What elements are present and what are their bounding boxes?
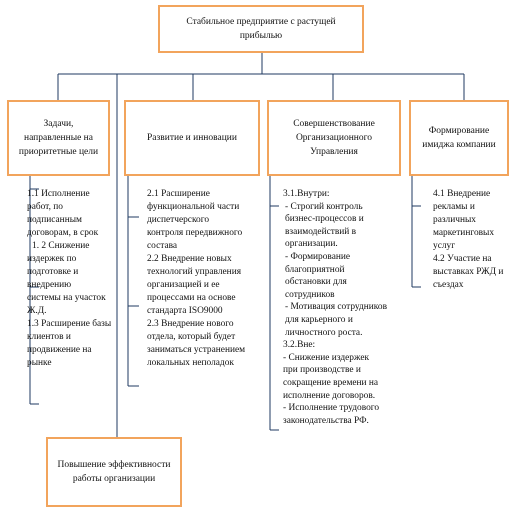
goals-title-line-2: направленные на [24,133,93,143]
image-detail-line: рекламы и [433,202,475,212]
efficiency-title-line-2: работы организации [72,474,156,484]
development-detail-line: локальных неполадок [147,358,234,368]
goals-detail-line: Ж.Д. [27,306,47,316]
goals-detail-line: системы на участок [27,293,106,303]
image-title-line-2: имиджа компании [422,140,496,150]
image-detail-line: маркетинговых [433,228,495,238]
development-detail-line: стандарта ISO9000 [147,306,223,316]
image-detail-line: выставках РЖД и [433,267,504,277]
development-title-line-1: Развитие и инновации [147,133,237,143]
goals-detail-line: 1. 2 Снижение [32,241,90,251]
management-detail-line: - Мотивация сотрудников [285,302,387,313]
efficiency-title-line-1: Повышение эффективности [57,460,171,470]
development-detail-line: отдела, который будет [147,332,236,342]
development-detail-line: 2.2 Внедрение новых [147,254,232,264]
management-detail-line: сотрудников [285,289,335,300]
management-title-line-1: Совершенствование [293,119,375,129]
development-detail-line: организацией и ее [147,280,220,290]
goals-detail-line: продвижение на [27,345,92,355]
image-detail-line: 4.1 Внедрение [433,189,491,199]
management-details: 3.1.Внутри: - Строгий контроль бизнес-пр… [283,188,387,427]
management-detail-line: личностного роста. [285,327,363,338]
root-goal-box: Стабильное предприятие с растущей прибыл… [158,5,364,53]
goals-details: 1.1 Исполнение работ, по подписанным дог… [27,188,111,370]
management-detail-line: благоприятной [285,264,345,275]
goals-detail-line: внедрению [27,280,72,290]
management-detail-line: для карьерного и [285,314,353,325]
goals-detail-line: подготовке и [27,267,79,277]
management-detail-line: 3.2.Вне: [283,340,316,351]
image-detail-line: 4.2 Участие на [433,254,492,264]
management-detail-line: исполнение договоров. [283,390,376,401]
goals-box: Задачи, направленные на приоритетные цел… [7,100,110,176]
management-title-line-3: Управления [310,147,358,157]
goals-title-line-1: Задачи, [43,119,74,129]
development-detail-line: заниматься устранением [147,345,246,355]
goals-detail-line: подписанным [27,215,82,225]
goals-title-line-3: приоритетные цели [18,147,99,157]
root-goal-line-2: прибылью [239,31,283,41]
image-box: Формирование имиджа компании [409,100,509,176]
management-title-line-2: Организационного [295,133,373,143]
management-detail-line: взаимодействий в [285,226,357,237]
management-detail-line: - Исполнение трудового [283,403,380,414]
development-detail-line: процессами на основе [147,293,236,303]
development-detail-line: технологий управления [147,267,242,277]
image-title-line-1: Формирование [428,126,490,136]
development-detail-line: функциональной части [147,202,240,212]
development-detail-line: контроля передвижного [147,228,243,238]
development-details: 2.1 Расширение функциональной части дисп… [147,188,245,370]
development-detail-line: 2.1 Расширение [147,189,210,199]
management-detail-line: 3.1.Внутри: [283,189,330,199]
development-box: Развитие и инновации [124,100,260,176]
management-detail-line: - Формирование [285,251,351,262]
management-detail-line: обстановки для [285,277,347,288]
goals-detail-line: издержек по [27,254,77,264]
image-detail-line: услуг [433,241,456,251]
goals-detail-line: 1.3 Расширение базы [27,319,112,329]
management-detail-line: бизнес-процессов и [285,214,364,225]
management-detail-line: - Снижение издержек [283,352,370,363]
development-detail-line: 2.3 Внедрение нового [147,319,234,329]
management-detail-line: сокращение времени на [283,377,379,388]
goals-detail-line: рынке [27,358,52,368]
management-box: Совершенствование Организационного Управ… [267,100,401,176]
image-detail-line: различных [433,215,476,225]
management-detail-line: при производстве и [283,365,361,376]
goals-detail-line: договорам, в срок [27,228,99,238]
goals-detail-line: 1.1 Исполнение [27,189,90,199]
goals-detail-line: работ, по [27,202,63,212]
development-detail-line: диспетчерского [147,215,210,225]
root-goal-line-1: Стабильное предприятие с растущей [186,17,336,27]
image-details: 4.1 Внедрение рекламы и различных маркет… [433,188,503,292]
development-detail-line: состава [147,241,178,251]
efficiency-box: Повышение эффективности работы организац… [46,437,182,507]
goals-detail-line: клиентов и [27,332,71,342]
management-detail-line: - Строгий контроль [285,201,363,212]
management-detail-line: законодательства РФ. [283,415,369,426]
image-detail-line: съездах [433,280,464,290]
management-detail-line: организации. [285,239,338,250]
